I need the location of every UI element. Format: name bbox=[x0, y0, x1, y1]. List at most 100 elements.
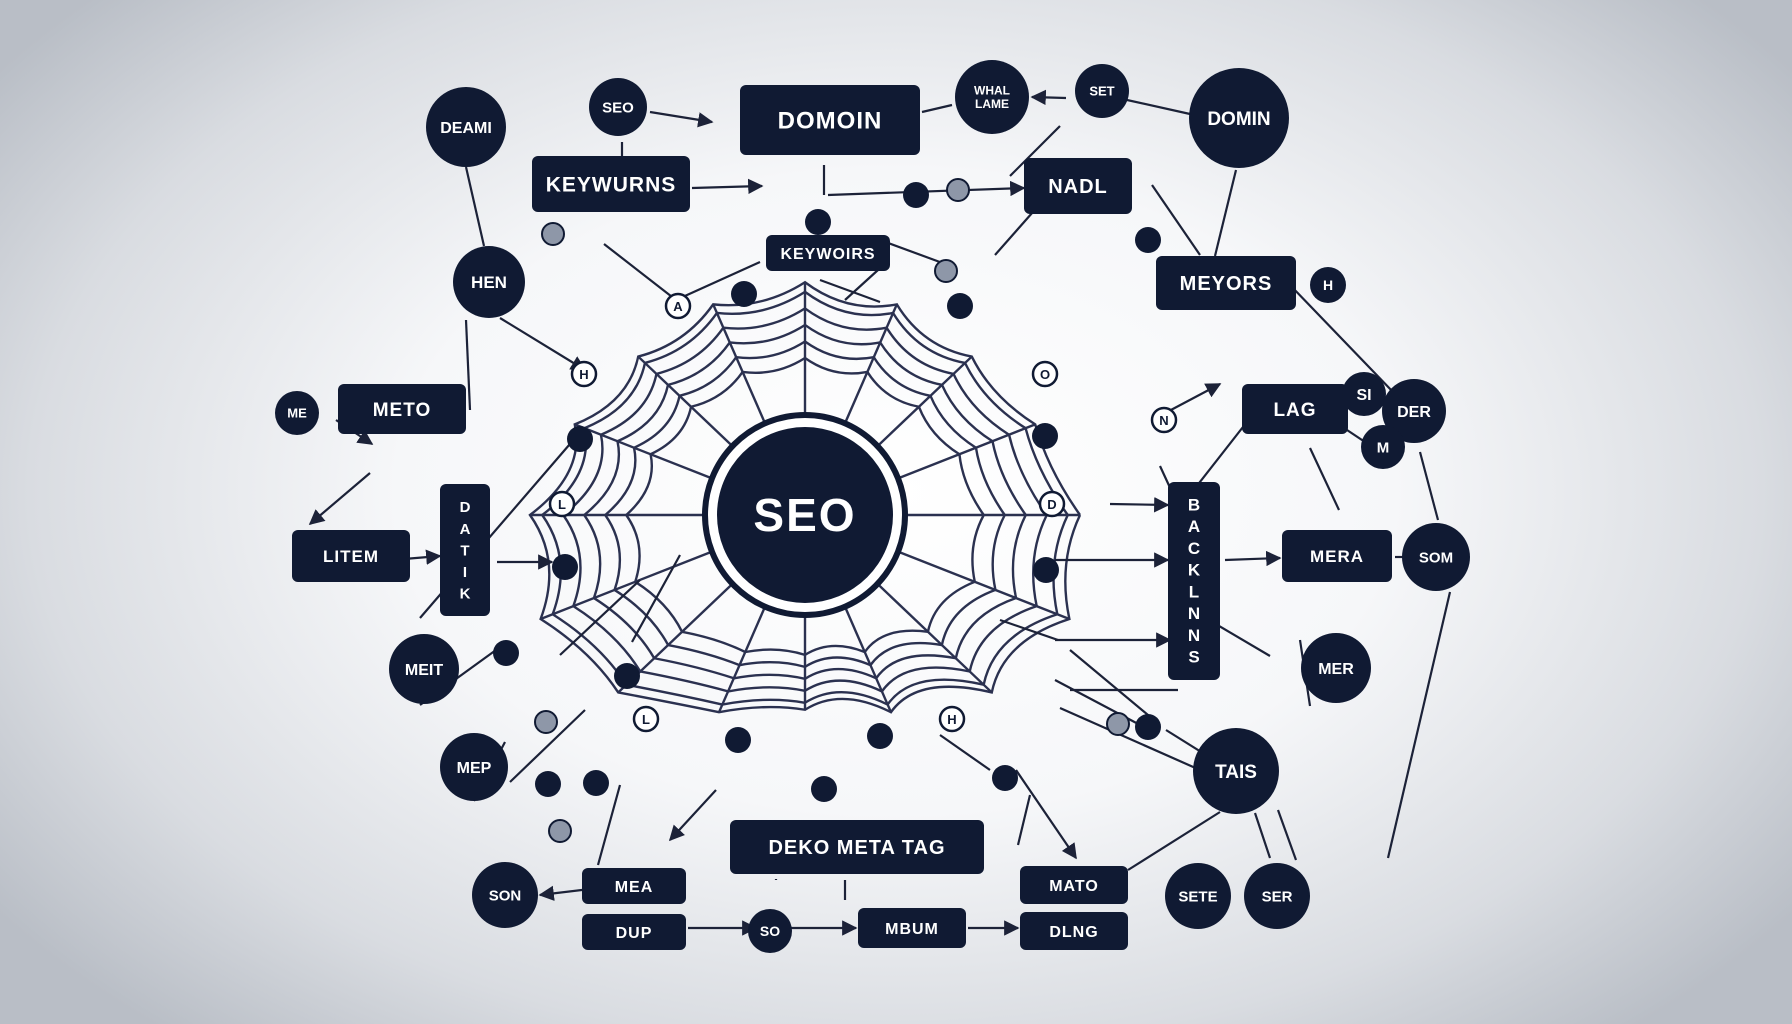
box-node-keywoirs[interactable]: KEYWOIRS bbox=[766, 235, 890, 271]
box-node-dlng[interactable]: DLNG bbox=[1020, 912, 1128, 950]
anchor-dot-grey bbox=[541, 222, 565, 246]
connector-line bbox=[691, 178, 764, 195]
circle-node-h-right[interactable]: H bbox=[1310, 267, 1346, 303]
web-spoke bbox=[874, 581, 993, 694]
connector-line bbox=[1059, 706, 1201, 772]
anchor-dot bbox=[493, 640, 519, 666]
connector-line bbox=[559, 579, 641, 656]
connector-line bbox=[1015, 769, 1077, 860]
connector-line bbox=[464, 166, 486, 247]
circle-node-sete[interactable]: SETE bbox=[1165, 863, 1231, 929]
box-node-label: KEYWOIRS bbox=[780, 246, 875, 263]
connector-line bbox=[538, 885, 591, 901]
connector-line bbox=[1109, 497, 1170, 513]
anchor-dot bbox=[731, 281, 757, 307]
spider-web bbox=[528, 280, 1082, 714]
connector-line bbox=[1117, 96, 1191, 116]
circle-node-seo-small[interactable]: SEO bbox=[589, 78, 647, 136]
box-node-nadl[interactable]: NADL bbox=[1024, 158, 1132, 214]
box-node-dup[interactable]: DUP bbox=[582, 914, 686, 950]
web-ring bbox=[582, 323, 1027, 681]
connector-line bbox=[1016, 794, 1032, 846]
box-node-lag[interactable]: LAG bbox=[1242, 384, 1348, 434]
circle-node-tais[interactable]: TAIS bbox=[1193, 728, 1279, 814]
circle-node-som[interactable]: SOM bbox=[1402, 523, 1470, 591]
circle-node-m[interactable]: M bbox=[1361, 425, 1405, 469]
circle-node-me[interactable]: ME bbox=[275, 391, 319, 435]
box-node-keywurns[interactable]: KEYWURNS bbox=[532, 156, 690, 212]
circle-node-der[interactable]: DER bbox=[1382, 379, 1446, 443]
box-node-label: KEYWURNS bbox=[546, 174, 677, 197]
anchor-dot bbox=[1033, 557, 1059, 583]
connector-line bbox=[631, 554, 681, 643]
web-letter-label: N bbox=[1159, 413, 1168, 428]
circle-node-set[interactable]: SET bbox=[1075, 64, 1129, 118]
web-spoke bbox=[637, 355, 736, 449]
web-letter-node: O bbox=[1031, 360, 1059, 388]
connector-line bbox=[1127, 811, 1221, 871]
anchor-dot bbox=[1135, 227, 1161, 253]
box-node-meyors[interactable]: MEYORS bbox=[1156, 256, 1296, 310]
circle-node-label: ME bbox=[287, 406, 307, 421]
box-node-label: MATO bbox=[1049, 878, 1099, 895]
circle-node-deami[interactable]: DEAMI bbox=[426, 87, 506, 167]
connector-line bbox=[1309, 447, 1340, 511]
anchor-dot bbox=[903, 182, 929, 208]
circle-node-label: SEO bbox=[602, 99, 634, 116]
box-node-mbum[interactable]: MBUM bbox=[858, 908, 966, 948]
box-node-deko-meta-tag[interactable]: DEKO META TAG bbox=[730, 820, 984, 874]
circle-node-meit[interactable]: MEIT bbox=[389, 634, 459, 704]
box-node-domoin[interactable]: DOMOIN bbox=[740, 85, 920, 155]
circle-node-mer[interactable]: MER bbox=[1301, 633, 1371, 703]
circle-node-label: HEN bbox=[471, 273, 507, 292]
circle-node-so[interactable]: SO bbox=[748, 909, 792, 953]
web-ring bbox=[603, 340, 1006, 669]
box-node-meto[interactable]: METO bbox=[338, 384, 466, 434]
box-node-label: MBUM bbox=[885, 921, 939, 938]
circle-node-label: DOMIN bbox=[1207, 109, 1270, 130]
web-letter-label: A bbox=[673, 299, 683, 314]
connector-line bbox=[819, 278, 881, 304]
anchor-dot bbox=[535, 771, 561, 797]
web-letter-label: O bbox=[1040, 367, 1050, 382]
connector-line bbox=[879, 238, 949, 267]
circle-node-label: SOM bbox=[1419, 549, 1453, 566]
circle-node-label: SER bbox=[1262, 888, 1293, 905]
connector-line bbox=[1213, 169, 1238, 257]
web-letter-label: D bbox=[1047, 497, 1056, 512]
web-letter-label: L bbox=[558, 497, 566, 512]
web-spoke bbox=[712, 303, 768, 428]
circle-node-label: MEP bbox=[457, 760, 492, 777]
connector-line bbox=[999, 618, 1059, 642]
web-letter-node: N bbox=[1150, 406, 1178, 434]
circle-node-si[interactable]: SI bbox=[1342, 372, 1386, 416]
anchor-dot-grey bbox=[534, 710, 558, 734]
web-letter-node: H bbox=[938, 705, 966, 733]
box-node-mera[interactable]: MERA bbox=[1282, 530, 1392, 582]
anchor-dot bbox=[805, 209, 831, 235]
web-letter-label: L bbox=[642, 712, 650, 727]
circle-node-label: SO bbox=[760, 923, 780, 939]
circle-node-son[interactable]: SON bbox=[472, 862, 538, 928]
connector-line bbox=[464, 319, 472, 411]
web-ring bbox=[528, 280, 1082, 714]
connector-line bbox=[1276, 809, 1298, 861]
connector-line bbox=[844, 269, 879, 301]
circle-node-ser[interactable]: SER bbox=[1244, 863, 1310, 929]
box-node-mea[interactable]: MEA bbox=[582, 868, 686, 904]
circle-node-mep[interactable]: MEP bbox=[440, 733, 508, 801]
circle-node-hen[interactable]: HEN bbox=[453, 246, 525, 318]
anchor-dot-grey bbox=[946, 178, 970, 202]
web-spoke bbox=[896, 423, 1036, 480]
circle-node-label: DEAMI bbox=[440, 120, 492, 137]
box-node-litem[interactable]: LITEM bbox=[292, 530, 410, 582]
circle-node-domin[interactable]: DOMIN bbox=[1189, 68, 1289, 168]
box-node-mato[interactable]: MATO bbox=[1020, 866, 1128, 904]
center-node[interactable]: SEO bbox=[702, 412, 908, 618]
web-spoke bbox=[874, 355, 973, 449]
